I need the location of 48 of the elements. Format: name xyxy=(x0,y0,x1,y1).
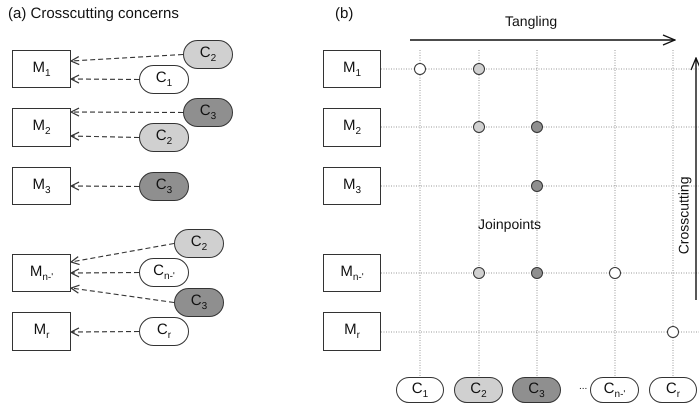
concern-pill: C$_{3}$ xyxy=(512,377,561,403)
region-label: Joinpoints xyxy=(478,216,542,233)
joinpoint-dot xyxy=(531,121,543,133)
concern-pill: C$_{2}$ xyxy=(139,123,189,152)
module-box: M$_{r}$ xyxy=(12,312,71,351)
concern-pill: C$_{1}$ xyxy=(396,377,444,403)
module-box: M$_{1}$ xyxy=(323,50,381,88)
panel-label: (b) xyxy=(335,5,354,23)
module-box: M$_{n-'}$ xyxy=(12,254,71,292)
joinpoint-dot xyxy=(531,267,543,279)
module-box: M$_{2}$ xyxy=(323,108,381,147)
module-box: M$_{n-'}$ xyxy=(323,254,381,292)
dashed-arrow xyxy=(70,284,174,304)
dashed-arrow xyxy=(70,327,139,337)
axis-label: Crosscutting xyxy=(676,176,692,254)
title-text: (a) Crosscutting concerns xyxy=(8,5,179,23)
module-box: M$_{r}$ xyxy=(323,312,381,351)
dashed-arrow xyxy=(70,107,183,117)
joinpoint-dot xyxy=(531,180,543,192)
concern-pill: C$_{2}$ xyxy=(183,40,233,69)
joinpoint-dot xyxy=(473,63,485,75)
concern-pill: C$_{r}$ xyxy=(139,317,189,346)
axis-label: Tangling xyxy=(505,13,558,30)
joinpoint-dot xyxy=(609,267,621,279)
dashed-arrow xyxy=(70,74,139,84)
concern-pill: C$_{r}$ xyxy=(649,377,697,403)
dashed-arrow xyxy=(70,268,139,278)
concern-pill: C$_{3}$ xyxy=(139,172,189,201)
joinpoint-dot xyxy=(473,121,485,133)
joinpoint-dot xyxy=(667,326,679,338)
joinpoint-dot xyxy=(414,63,426,75)
concern-pill: C$_{2}$ xyxy=(454,377,503,403)
dashed-arrow xyxy=(70,132,140,141)
dashed-arrow xyxy=(70,242,174,266)
joinpoint-dot xyxy=(473,267,485,279)
ellipsis-text: ... xyxy=(579,381,588,393)
concern-pill: C$_{n-'}$ xyxy=(139,258,189,287)
concern-pill: C$_{3}$ xyxy=(174,288,224,317)
dashed-arrow xyxy=(70,54,184,66)
dashed-arrow xyxy=(70,181,139,191)
module-box: M$_{3}$ xyxy=(323,167,381,205)
module-box: M$_{2}$ xyxy=(12,108,71,147)
concern-pill: C$_{3}$ xyxy=(183,98,233,127)
module-box: M$_{1}$ xyxy=(12,50,71,88)
concern-pill: C$_{2}$ xyxy=(174,229,224,258)
module-box: M$_{3}$ xyxy=(12,167,71,205)
concern-pill: C$_{1}$ xyxy=(139,65,189,94)
concern-pill: C$_{n-'}$ xyxy=(590,377,639,403)
